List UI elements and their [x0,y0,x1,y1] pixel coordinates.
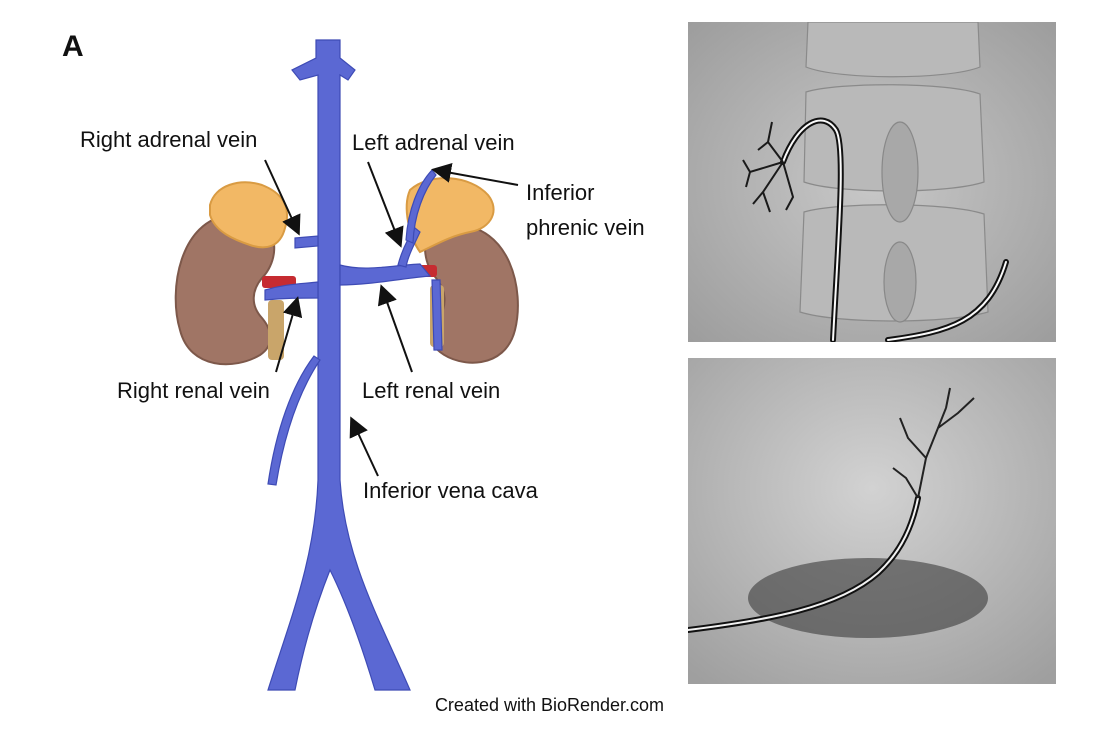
credit-text: Created with BioRender.com [434,695,665,715]
venogram-panel-b [688,22,1056,342]
arrow-right-adrenal-vein [264,159,301,236]
label-left-renal-vein: Left renal vein [362,378,500,403]
left-renal-vein [339,263,432,286]
venous-anatomy-diagram: Right adrenal vein Left adrenal vein Inf… [80,39,645,691]
left-adrenal-vein-segment [397,227,421,268]
panel-label-a: A [62,30,84,63]
right-gonadal-vein [267,355,321,486]
label-left-adrenal-vein: Left adrenal vein [352,130,515,155]
arrow-left-renal-vein [377,284,413,373]
label-inferior-phrenic-vein-line2: phrenic vein [526,215,645,240]
label-right-renal-vein: Right renal vein [117,378,270,403]
label-right-adrenal-vein: Right adrenal vein [80,127,257,152]
catheter [688,495,921,633]
catheter [780,117,1009,342]
arrow-left-adrenal-vein [367,161,404,248]
arrow-inferior-vena-cava [349,416,379,477]
inferior-vena-cava [267,39,411,691]
phrenic-venous-branches [892,387,975,499]
label-inferior-vena-cava: Inferior vena cava [363,478,539,503]
adrenal-venous-branches [742,121,795,213]
right-ureter [268,300,284,360]
vertebrae [799,22,989,323]
arrow-inferior-phrenic-vein [431,163,519,186]
right-adrenal-vein [294,235,319,249]
venogram-panel-c [688,358,1056,684]
kidney-shadow [748,558,988,638]
arrow-right-renal-vein [275,296,303,373]
right-renal-vein [264,281,319,301]
label-inferior-phrenic-vein-line1: Inferior [526,180,594,205]
left-gonadal-vein-segment [431,279,443,351]
